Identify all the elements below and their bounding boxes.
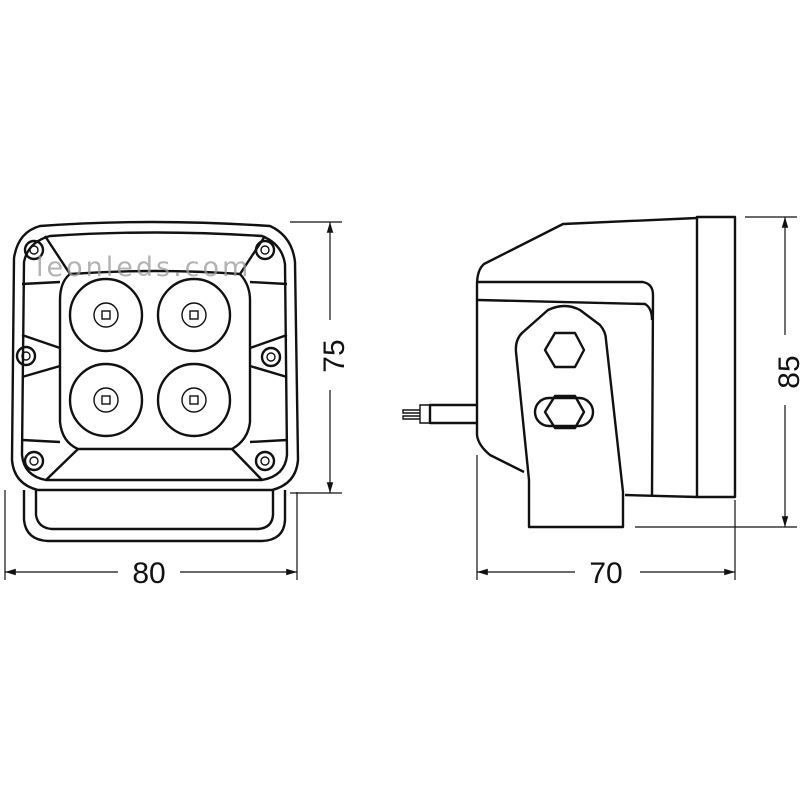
housing-bottom [624, 493, 698, 499]
side-bracket [514, 304, 625, 529]
side-view [402, 215, 737, 529]
screws [15, 239, 282, 472]
housing-inner-step [477, 280, 655, 496]
side-height-dimension-label: 85 [773, 355, 800, 388]
screw-icon [15, 345, 37, 367]
lens-plate [695, 215, 737, 499]
front-mount-bracket [22, 490, 287, 543]
side-dimensions: 70 85 [476, 216, 800, 590]
front-height-dimension-label: 75 [318, 339, 351, 372]
front-inner-frame [20, 231, 289, 482]
screw-icon [260, 346, 282, 368]
leds [68, 277, 232, 438]
side-housing [475, 216, 698, 474]
screw-icon [254, 239, 276, 261]
watermark: leonleds.com [36, 252, 251, 283]
bolt-icon [543, 331, 586, 369]
front-outer-frame [10, 220, 300, 492]
screw-icon [23, 450, 45, 472]
adjustment-bolt-icon [533, 394, 595, 430]
led-icon [68, 277, 144, 353]
lens-window [58, 269, 252, 451]
screw-icon [254, 450, 276, 472]
front-dimensions: 80 75 [4, 221, 351, 590]
width-dimension-label: 80 [132, 557, 165, 590]
power-cable [402, 403, 477, 425]
bezel-ribs [21, 235, 288, 481]
led-icon [156, 277, 232, 353]
led-icon [156, 362, 232, 438]
front-view [10, 220, 300, 543]
screw-icon [23, 239, 45, 261]
depth-dimension-label: 70 [589, 557, 622, 590]
led-icon [68, 362, 144, 438]
